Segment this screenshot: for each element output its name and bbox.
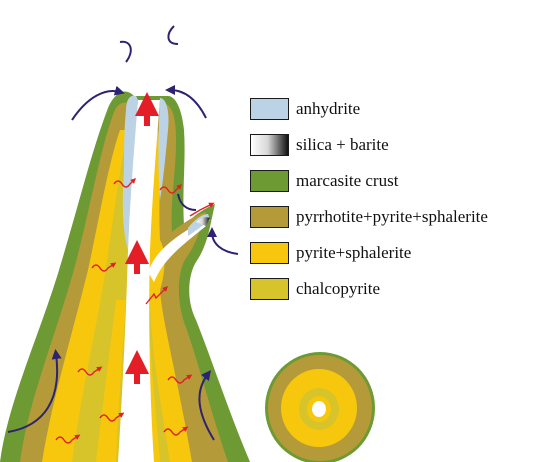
legend-item-pyrrhotite: pyrrhotite+pyrite+sphalerite [250, 206, 540, 230]
legend-label: silica + barite [296, 135, 389, 155]
legend-swatch [250, 134, 289, 156]
legend-swatch [250, 242, 289, 264]
section-conduit [312, 401, 326, 417]
legend-label: marcasite crust [296, 171, 398, 191]
legend-label: chalcopyrite [296, 279, 380, 299]
legend-swatch [250, 98, 289, 120]
legend-item-chalcopyrite: chalcopyrite [250, 278, 540, 302]
legend-label: pyrite+sphalerite [296, 243, 411, 263]
chimney-cross-section [265, 352, 375, 462]
legend-item-silica-barite: silica + barite [250, 134, 540, 158]
legend-swatch [250, 206, 289, 228]
legend-item-anhydrite: anhydrite [250, 98, 540, 122]
legend-swatch [250, 170, 289, 192]
legend-label: anhydrite [296, 99, 360, 119]
legend-item-pyrite-sphalerite: pyrite+sphalerite [250, 242, 540, 266]
chimney-body [0, 92, 250, 462]
branch-arrow-lower [212, 232, 238, 254]
plume-curl-right [168, 26, 178, 44]
plume-curl-left [120, 42, 131, 62]
legend-swatch [250, 278, 289, 300]
legend-label: pyrrhotite+pyrite+sphalerite [296, 207, 488, 227]
legend-item-marcasite: marcasite crust [250, 170, 540, 194]
